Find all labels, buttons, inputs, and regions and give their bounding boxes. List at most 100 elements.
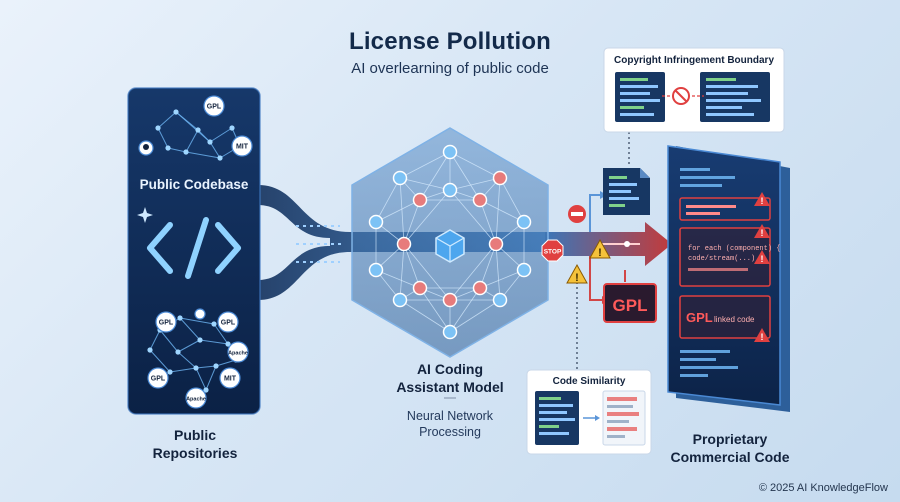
network-edge <box>149 349 171 373</box>
license-node <box>227 341 249 363</box>
network-edge <box>157 127 169 149</box>
svg-text:!: ! <box>598 247 602 259</box>
neural-node <box>368 214 384 230</box>
public-codebase-label: Public Codebase <box>139 177 249 192</box>
network-edge <box>185 151 221 159</box>
stop-sign-text: STOP <box>544 249 562 256</box>
license-node-label: MIT <box>236 144 249 151</box>
network-node <box>183 149 189 155</box>
neural-edge <box>479 269 525 289</box>
license-node-label: GPL <box>159 320 174 327</box>
license-node-label: GPL <box>207 104 222 111</box>
network-edge <box>209 127 233 143</box>
neural-node <box>472 192 488 208</box>
svg-text:!: ! <box>761 332 764 342</box>
license-node <box>231 135 253 157</box>
network-edge <box>175 111 211 143</box>
ai-model-sublabel: Neural Network Processing <box>380 408 520 440</box>
network-edge <box>179 317 201 341</box>
public-repositories-line-2: Repositories <box>152 445 238 461</box>
gear-icon <box>194 308 206 320</box>
network-edge <box>157 111 177 129</box>
output-flow-arrow <box>545 222 672 266</box>
neural-node <box>516 214 532 230</box>
license-node <box>185 387 207 409</box>
public-repositories-label: Public Repositories <box>130 426 260 462</box>
neural-node <box>492 292 508 308</box>
ai-model-sublabel-line-1: Neural Network <box>406 409 494 423</box>
network-node <box>167 369 173 375</box>
warning-triangle-icon: ! <box>566 263 588 284</box>
neural-edge <box>399 299 451 333</box>
copyright-notice: © 2025 AI KnowledgeFlow <box>758 482 888 494</box>
neural-node <box>492 170 508 186</box>
code-similarity-card: Code Similarity <box>526 369 652 455</box>
no-entry-icon <box>568 205 586 223</box>
network-node <box>173 109 179 115</box>
code-document-icon <box>603 168 650 215</box>
gpl-license-box: GPL <box>603 283 657 323</box>
public-repositories-line-1: Public <box>173 427 216 443</box>
github-icon-mark <box>143 144 149 150</box>
neural-node <box>442 182 458 198</box>
network-node <box>155 125 161 131</box>
network-edge <box>177 339 201 353</box>
svg-text:!: ! <box>575 272 579 284</box>
neural-edge <box>403 189 451 245</box>
network-node <box>177 315 183 321</box>
network-edge <box>209 141 221 159</box>
neural-node <box>396 236 412 252</box>
network-node <box>213 363 219 369</box>
network-node <box>207 139 213 145</box>
network-node <box>225 341 231 347</box>
network-edge <box>213 323 229 345</box>
proprietary-code-label: Proprietary Commercial Code <box>660 430 800 466</box>
network-edge <box>195 365 217 369</box>
license-node <box>219 367 241 389</box>
model-core-cube-icon <box>435 229 465 263</box>
tablet-snippet-line-1: for each (component) { <box>688 245 780 253</box>
neural-node <box>472 280 488 296</box>
stop-sign-icon: STOP <box>541 239 564 262</box>
proprietary-code-tablet: for each (component) { code/stream(...) … <box>667 145 790 412</box>
neural-edge <box>495 177 501 245</box>
ai-model-label: AI Coding Assistant Model <box>380 360 520 396</box>
neural-node <box>442 324 458 340</box>
network-edge <box>177 351 197 369</box>
neural-node <box>392 170 408 186</box>
network-node <box>193 365 199 371</box>
neural-node <box>488 236 504 252</box>
license-node-label: Apache <box>186 397 206 403</box>
network-edge <box>149 329 161 351</box>
network-edge <box>195 367 207 391</box>
ai-model-label-line-1: AI Coding <box>416 361 484 377</box>
neural-node <box>442 292 458 308</box>
network-edge <box>199 339 229 345</box>
neural-edge <box>375 269 421 289</box>
neural-edge <box>403 243 421 289</box>
network-node <box>203 387 209 393</box>
network-edge <box>205 365 217 391</box>
tablet-snippet-line-2: code/stream(...) <box>688 255 755 263</box>
svg-text:!: ! <box>761 254 764 264</box>
license-node <box>203 95 225 117</box>
neural-edge <box>449 151 481 201</box>
neural-edge <box>479 199 497 245</box>
neural-edge <box>403 199 421 245</box>
network-node <box>165 145 171 151</box>
neural-edge <box>399 243 405 301</box>
neural-network <box>368 144 532 340</box>
gpl-box-text: GPL <box>613 296 648 315</box>
network-node <box>217 155 223 161</box>
neural-edge <box>399 151 451 179</box>
neural-edge <box>499 177 525 223</box>
network-node <box>195 127 201 133</box>
ai-model-sublabel-line-2: Processing <box>419 425 481 439</box>
page-title: License Pollution <box>348 28 552 55</box>
license-node-label: GPL <box>151 376 166 383</box>
neural-node <box>412 280 428 296</box>
neural-edge <box>449 299 501 333</box>
proprietary-label-line-1: Proprietary <box>692 431 768 447</box>
copyright-boundary-card: Copyright Infringement Boundary <box>603 47 785 133</box>
